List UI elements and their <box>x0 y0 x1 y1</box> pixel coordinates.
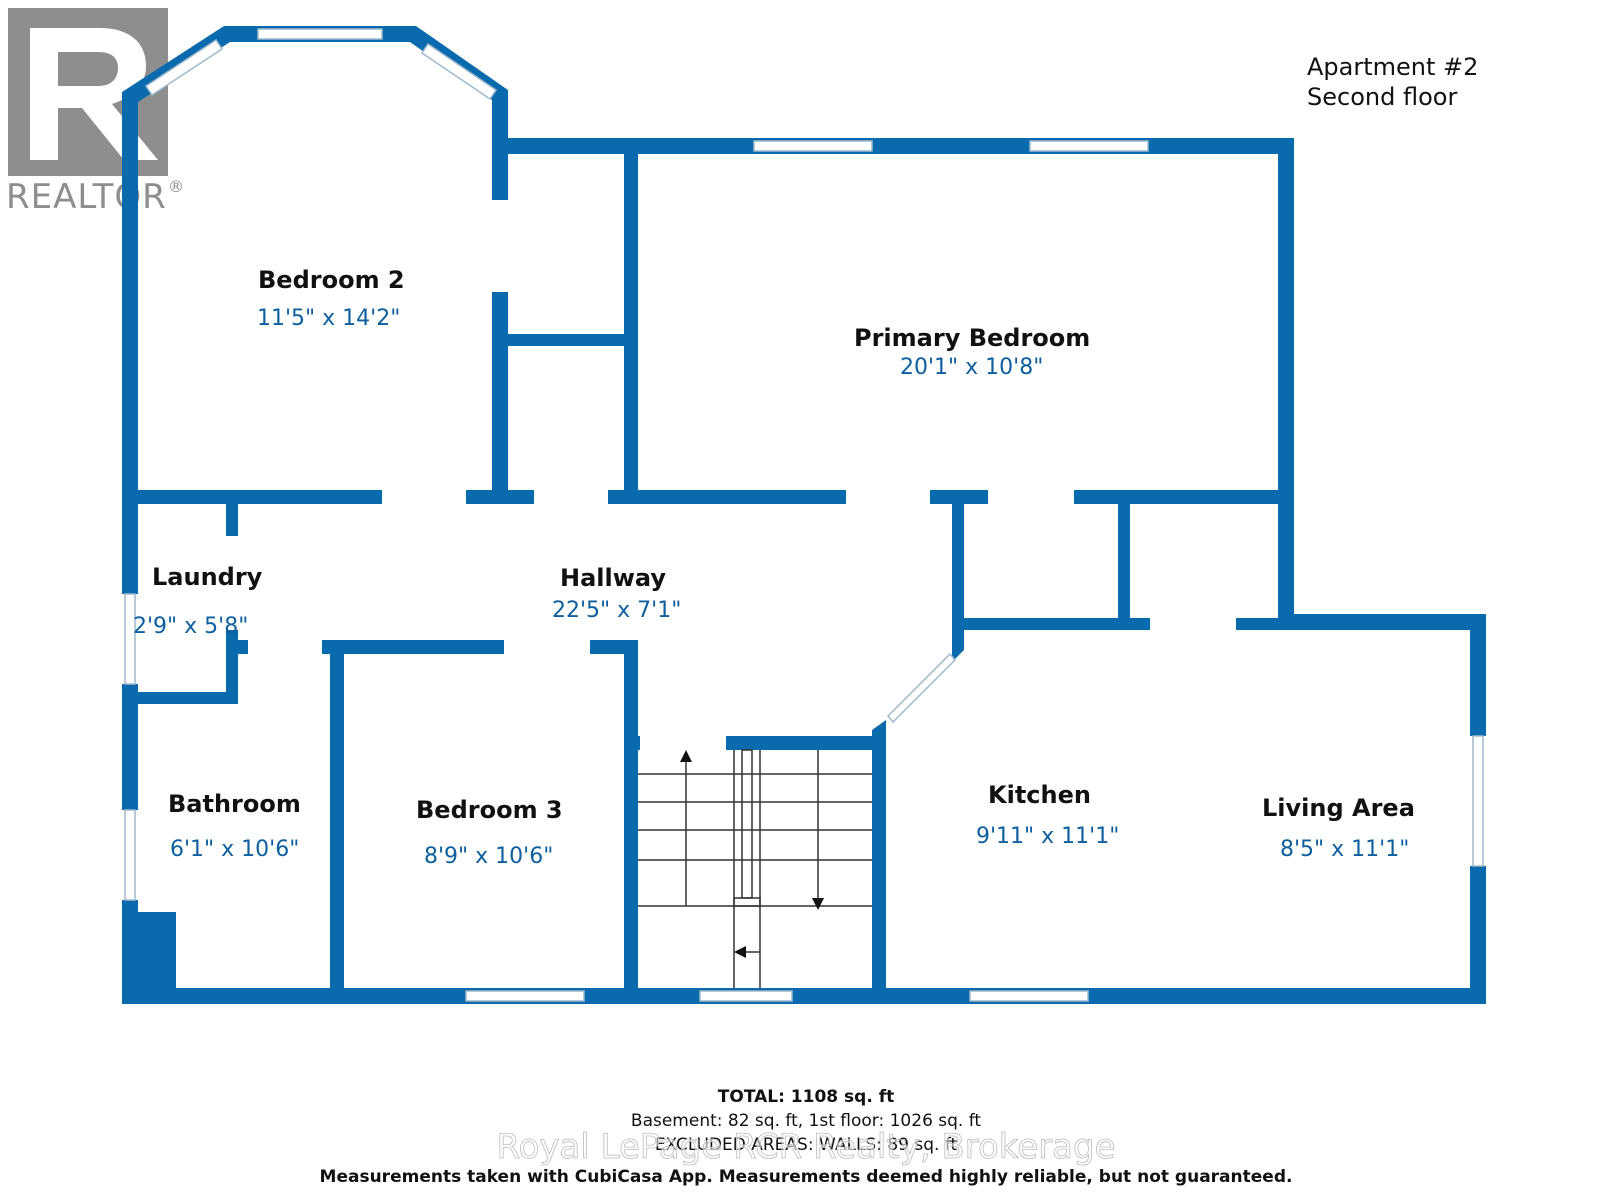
room-name-bedroom3: Bedroom 3 <box>416 796 563 824</box>
wall-bay-top <box>122 26 508 490</box>
floor-label: Second floor <box>1307 83 1457 111</box>
brokerage-watermark: Royal LePage RCR Realty, Brokerage <box>496 1127 1115 1167</box>
wall-laundry-right <box>226 496 238 536</box>
wall-primary-right <box>1278 138 1294 618</box>
wall-bedroom3-top-1 <box>322 640 504 654</box>
footer-disclaimer: Measurements taken with CubiCasa App. Me… <box>320 1167 1293 1187</box>
wall-hall-top-1 <box>122 490 382 504</box>
staircase <box>638 749 872 988</box>
room-dims-bedroom3: 8'9" x 10'6" <box>424 844 553 869</box>
wall-bedroom3-right <box>624 642 638 1002</box>
room-dims-primary: 20'1" x 10'8" <box>900 355 1043 380</box>
wall-hall-top-3 <box>608 490 846 504</box>
window-bedroom2-left-angle <box>144 38 224 97</box>
wall-closet2-left <box>952 498 964 626</box>
stair-left-arrow-icon <box>734 946 746 958</box>
wall-living-top <box>1278 614 1486 630</box>
wall-left-2 <box>122 684 138 810</box>
realtor-logo: REALTOR ® <box>6 8 184 217</box>
wall-laundry-bottom <box>122 692 238 704</box>
footer-excluded: EXCLUDED AREAS: WALLS: 89 sq. ft <box>655 1135 958 1155</box>
stair-up-arrow-icon <box>680 750 692 762</box>
room-name-living: Living Area <box>1262 794 1415 822</box>
window-primary-2 <box>1029 140 1149 152</box>
wall-living-right <box>1470 614 1486 736</box>
window-bath <box>124 809 136 901</box>
realtor-wordmark: REALTOR <box>6 177 167 217</box>
window-bedroom3-bottom <box>465 990 585 1002</box>
room-dims-laundry: 2'9" x 5'8" <box>133 614 248 639</box>
wall-left-1 <box>122 490 138 594</box>
bath-corner-block <box>122 912 176 1002</box>
wall-bath-divider <box>330 648 344 1002</box>
room-name-hallway: Hallway <box>560 564 666 592</box>
footer-total: TOTAL: 1108 sq. ft <box>718 1087 894 1107</box>
wall-closet2-bottom-1 <box>952 618 1150 630</box>
wall-hall-top-5 <box>1074 490 1294 504</box>
window-stair-bottom <box>699 990 793 1002</box>
window-bedroom2-right-angle <box>420 42 498 101</box>
room-name-bathroom: Bathroom <box>168 790 301 818</box>
room-dims-bathroom: 6'1" x 10'6" <box>170 837 299 862</box>
window-living-right <box>1472 735 1484 867</box>
footer-floors: Basement: 82 sq. ft, 1st floor: 1026 sq.… <box>631 1111 982 1131</box>
wall-bedroom3-top-2 <box>590 640 638 654</box>
wall-kitchen-angle <box>952 626 964 662</box>
room-name-kitchen: Kitchen <box>988 781 1091 809</box>
window-kitchen-bottom <box>969 990 1089 1002</box>
wall-top-primary <box>492 138 1292 154</box>
wall-closet2-mid <box>1118 498 1130 626</box>
window-laundry <box>124 593 136 685</box>
wall-laundry-right-lower <box>226 630 238 704</box>
wall-bottom <box>122 988 1486 1004</box>
wall-stair-top <box>726 736 886 750</box>
registered-mark: ® <box>168 177 184 196</box>
wall-closet-right <box>624 150 638 498</box>
room-name-laundry: Laundry <box>152 563 263 591</box>
windows <box>124 28 1484 1002</box>
window-bedroom2-top <box>257 28 383 40</box>
wall-living-right-lower <box>1470 866 1486 1002</box>
apartment-label: Apartment #2 <box>1307 53 1478 81</box>
window-kitchen-angle <box>886 652 957 724</box>
wall-bedroom2-right <box>492 140 508 200</box>
room-dims-living: 8'5" x 11'1" <box>1280 837 1409 862</box>
wall-kitchen-left <box>872 740 886 1002</box>
window-primary-1 <box>753 140 873 152</box>
room-dims-hallway: 22'5" x 7'1" <box>552 598 681 623</box>
wall-closet-divider <box>500 334 630 346</box>
wall-hall-top-4 <box>930 490 988 504</box>
room-dims-kitchen: 9'11" x 11'1" <box>976 824 1119 849</box>
room-name-bedroom2: Bedroom 2 <box>258 266 405 294</box>
stair-down-arrow-icon <box>812 898 824 910</box>
wall-bedroom2-right-lower <box>492 292 508 498</box>
room-name-primary: Primary Bedroom <box>854 324 1090 352</box>
room-dims-bedroom2: 11'5" x 14'2" <box>257 306 400 331</box>
wall-hall-top-2 <box>466 490 534 504</box>
